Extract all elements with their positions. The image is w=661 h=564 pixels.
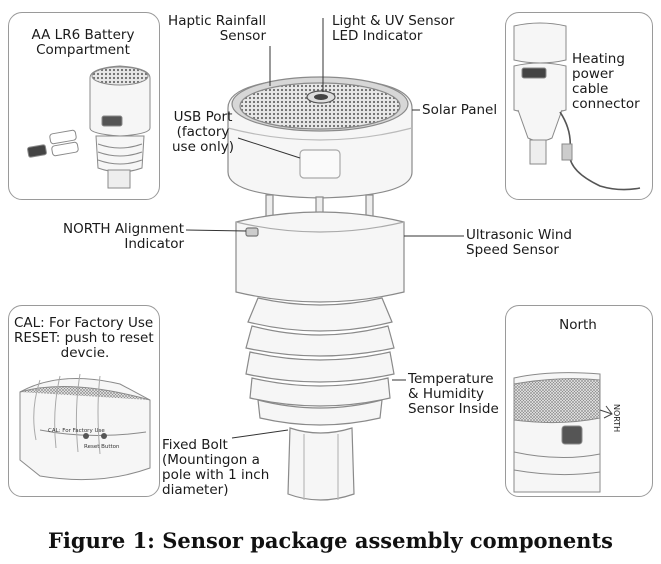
heating-inset-drawing: [513, 22, 641, 191]
label-heating-cable: Heating power cable connector: [572, 51, 640, 112]
label-solar-panel: Solar Panel: [422, 102, 498, 118]
label-reset-line3: devcie.: [60, 345, 110, 361]
wind-sensor-body: [235, 211, 405, 303]
label-battery-compartment: AA LR6 Battery Compartment: [31, 27, 135, 58]
main-device: [227, 76, 413, 501]
inset-cal-small-text: CAL: For Factory Use: [48, 428, 105, 434]
north-alignment-mark: [245, 227, 259, 237]
label-reset-line2: RESET: push to reset: [14, 330, 154, 346]
inset-reset-small-text: Reset Button: [84, 444, 120, 450]
label-north-alignment: NORTH Alignment Indicator: [63, 221, 184, 252]
figure-caption: Figure 1: Sensor package assembly compon…: [48, 528, 613, 553]
label-light-uv-sensor: Light & UV Sensor LED Indicator: [332, 13, 455, 44]
radiation-shield: [245, 297, 395, 426]
inset-north-tag: NORTH: [612, 404, 621, 433]
usb-port-cover: [299, 149, 341, 179]
leader-usb: [237, 137, 301, 159]
fixed-bolt: [287, 427, 355, 501]
label-fixed-bolt: Fixed Bolt (Mountingon a pole with 1 inc…: [162, 437, 270, 498]
label-north: North: [559, 317, 597, 333]
cal-reset-inset-drawing: [19, 373, 151, 481]
north-inset-drawing: [513, 372, 613, 493]
label-ultrasonic-wind: Ultrasonic Wind Speed Sensor: [466, 227, 572, 258]
leader-bolt: [231, 429, 289, 439]
leader-north-align: [185, 229, 247, 232]
label-rainfall-sensor: Haptic Rainfall Sensor: [168, 13, 266, 44]
label-temp-humidity: Temperature & Humidity Sensor Inside: [408, 371, 499, 417]
label-usb-port: USB Port (factory use only): [171, 109, 234, 155]
battery-inset-drawing: [27, 65, 151, 189]
label-cal-line1: CAL: For Factory Use: [14, 315, 154, 331]
solar-panel-disc: [239, 82, 401, 130]
leader-lines: [185, 18, 464, 439]
